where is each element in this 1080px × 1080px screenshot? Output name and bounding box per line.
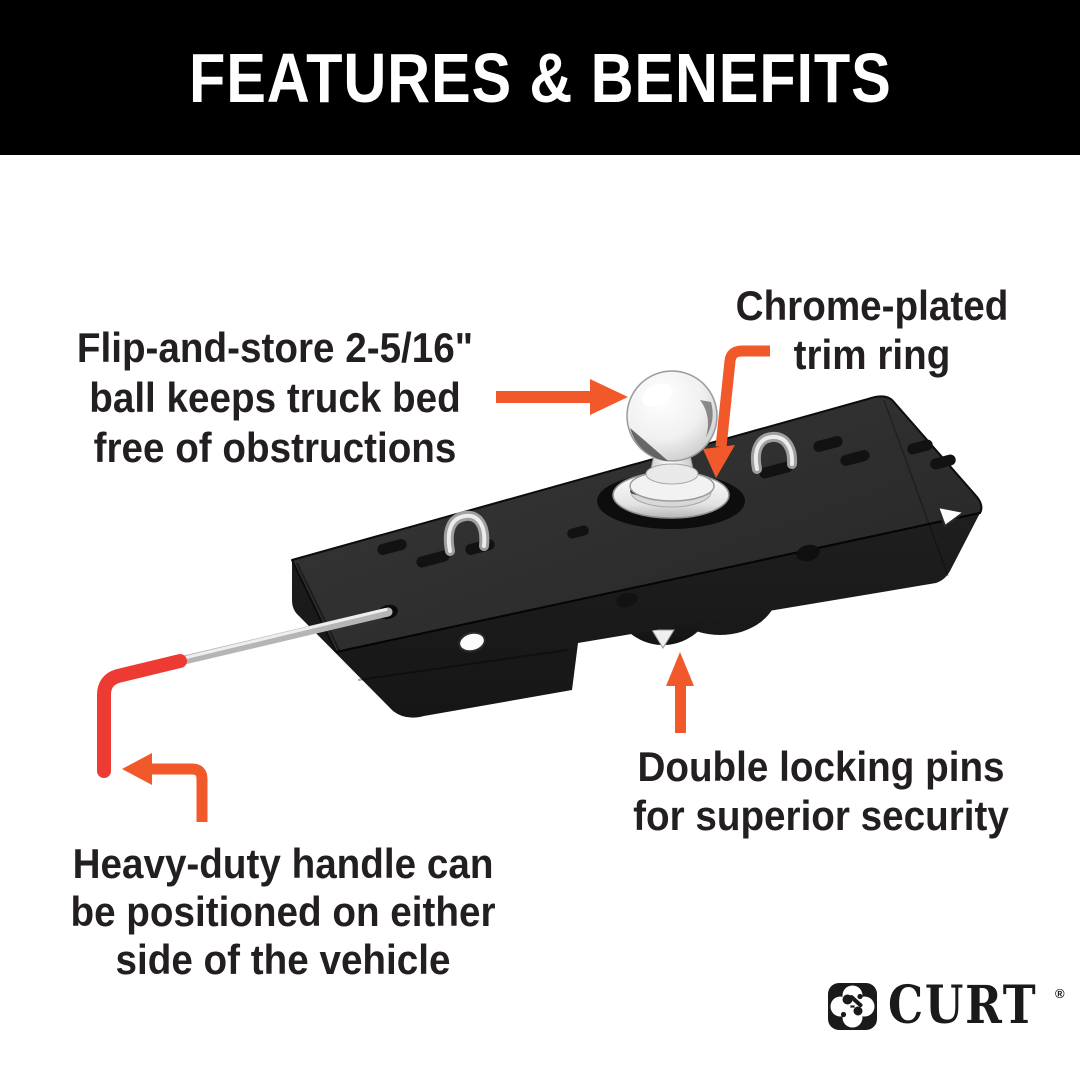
up-arrow-icon <box>666 652 694 733</box>
side-slot-hole <box>796 544 820 562</box>
ball-highlight <box>641 383 673 407</box>
ball-assembly <box>597 370 745 529</box>
side-through-hole <box>458 631 486 653</box>
callout-line: Flip-and-store 2-5/16" <box>76 324 474 371</box>
right-arrow-icon <box>496 379 628 415</box>
plate-seams <box>296 399 981 681</box>
ball-reflection-dark <box>630 428 668 461</box>
ball-collar <box>645 463 699 485</box>
registered-mark-icon: ® <box>1055 986 1065 1001</box>
left-elbow-arrow-icon <box>122 753 208 822</box>
locking-pin-tip <box>651 629 675 649</box>
callout-trim-ring: Chrome-plated trim ring <box>688 281 1056 379</box>
callout-line: Double locking pins <box>637 743 1005 790</box>
callout-line: free of obstructions <box>93 424 457 471</box>
callout-line: Heavy-duty handle can <box>72 840 494 887</box>
header-bar: FEATURES & BENEFITS <box>0 0 1080 155</box>
callout-line: be positioned on either <box>70 888 496 935</box>
callout-line: trim ring <box>793 331 951 378</box>
handle-rod-highlight <box>182 608 388 660</box>
ball-reflection-side <box>700 400 713 437</box>
callout-line: ball keeps truck bed <box>89 374 461 421</box>
down-elbow-arrow-icon <box>703 345 770 478</box>
handle-grip <box>97 654 187 778</box>
callout-flip-and-store-ball: Flip-and-store 2-5/16" ball keeps truck … <box>22 323 528 473</box>
mounting-slots <box>377 436 956 608</box>
callout-locking-pins: Double locking pins for superior securit… <box>591 742 1051 840</box>
hitch-ball <box>626 370 718 462</box>
safety-chain-loops <box>443 432 798 556</box>
release-handle <box>97 607 393 778</box>
callout-line: side of the vehicle <box>115 936 451 983</box>
callout-line: for superior security <box>633 792 1009 839</box>
curt-logo-icon <box>828 983 877 1030</box>
curt-wordmark: CURT <box>888 975 1038 1036</box>
brand-logo: CURT ® <box>828 980 1068 1035</box>
callout-handle: Heavy-duty handle can be positioned on e… <box>30 840 536 984</box>
callout-arrows <box>122 345 770 822</box>
callout-line: Chrome-plated <box>735 282 1009 329</box>
page-title: FEATURES & BENEFITS <box>188 38 892 117</box>
handle-rod <box>175 607 393 666</box>
right-safety-chain-loop-icon <box>750 432 798 474</box>
left-safety-chain-loop-icon <box>443 510 490 556</box>
end-through-hole <box>937 506 965 527</box>
